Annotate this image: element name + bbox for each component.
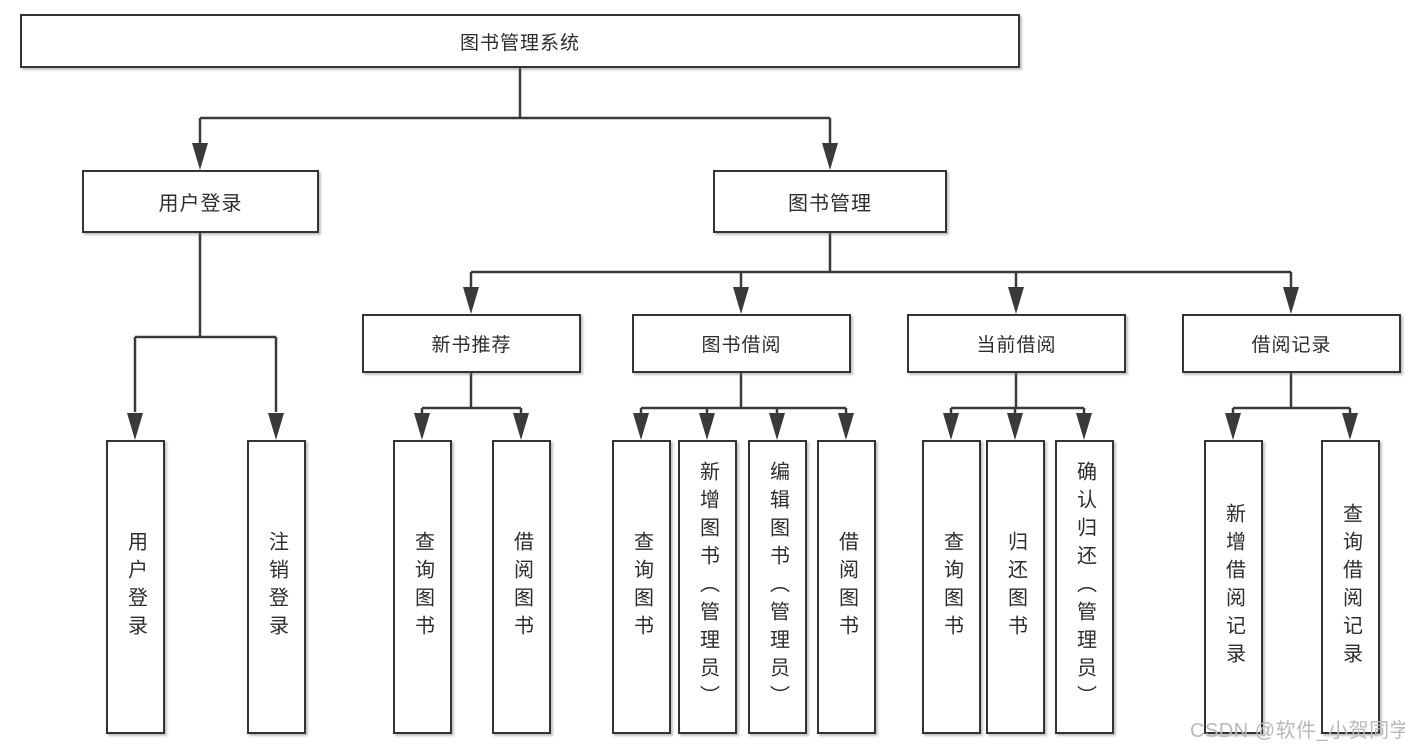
- leaf-query-books-recommend-label: 查询图书: [411, 531, 434, 643]
- leaf-borrow-books-recommend: 借阅图书: [492, 440, 551, 734]
- csdn-watermark: CSDN @软件_小贺同学: [1190, 720, 1405, 742]
- leaf-user-login-label: 用户登录: [124, 531, 147, 643]
- node-book-management: 图书管理: [713, 170, 947, 233]
- leaf-borrow-books-recommend-label: 借阅图书: [510, 531, 533, 643]
- leaf-add-books-admin: 新增图书（管理员）: [678, 440, 737, 734]
- leaf-query-borrow-record-label: 查询借阅记录: [1339, 503, 1362, 671]
- leaf-query-books-current: 查询图书: [922, 440, 981, 734]
- node-book-borrow: 图书借阅: [632, 314, 851, 373]
- node-borrow-records: 借阅记录: [1182, 314, 1401, 373]
- node-root-system: 图书管理系统: [20, 14, 1020, 68]
- leaf-borrow-books-label: 借阅图书: [835, 531, 858, 643]
- leaf-query-books-borrow-label: 查询图书: [630, 531, 653, 643]
- leaf-return-books-label: 归还图书: [1004, 531, 1027, 643]
- leaf-logout-label: 注销登录: [265, 531, 288, 643]
- leaf-user-login: 用户登录: [106, 440, 165, 734]
- leaf-query-books-borrow: 查询图书: [612, 440, 671, 734]
- leaf-add-borrow-record: 新增借阅记录: [1204, 440, 1263, 734]
- leaf-add-books-admin-label: 新增图书（管理员）: [696, 461, 719, 713]
- leaf-query-borrow-record: 查询借阅记录: [1321, 440, 1380, 734]
- leaf-edit-books-admin: 编辑图书（管理员）: [748, 440, 807, 734]
- leaf-return-books: 归还图书: [986, 440, 1045, 734]
- leaf-query-books-recommend: 查询图书: [393, 440, 452, 734]
- arrowhead-icons: [127, 143, 1358, 440]
- leaf-confirm-return-admin-label: 确认归还（管理员）: [1073, 461, 1096, 713]
- node-user-login: 用户登录: [82, 170, 319, 233]
- leaf-edit-books-admin-label: 编辑图书（管理员）: [766, 461, 789, 713]
- node-current-borrow: 当前借阅: [907, 314, 1126, 373]
- leaf-logout: 注销登录: [247, 440, 306, 734]
- leaf-add-borrow-record-label: 新增借阅记录: [1222, 503, 1245, 671]
- node-new-book-recommend: 新书推荐: [362, 314, 581, 373]
- leaf-confirm-return-admin: 确认归还（管理员）: [1055, 440, 1114, 734]
- leaf-borrow-books: 借阅图书: [817, 440, 876, 734]
- leaf-query-books-current-label: 查询图书: [940, 531, 963, 643]
- elbow-connectors: [133, 68, 1352, 414]
